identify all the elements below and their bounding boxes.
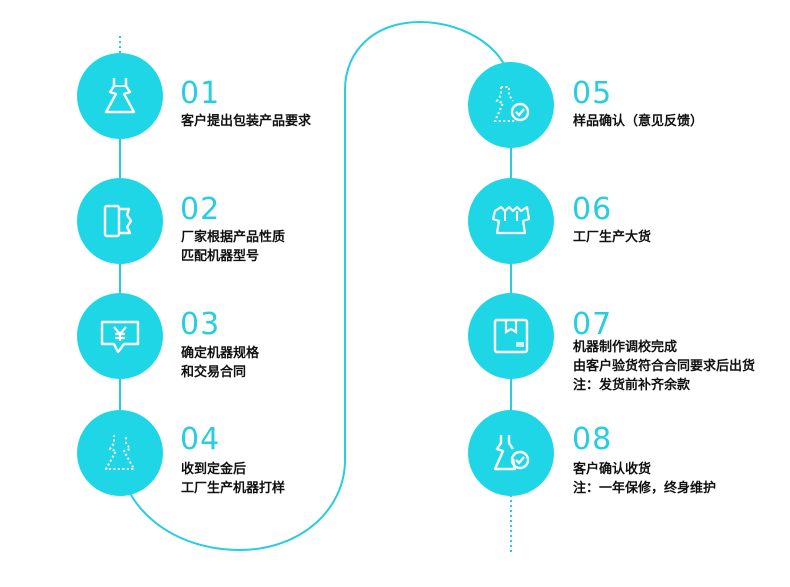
step-05-node (468, 62, 554, 148)
step-04-line-1: 收到定金后 (181, 462, 247, 477)
step-03-line-2: 和交易合同 (181, 365, 247, 380)
step-04-line-2: 工厂生产机器打样 (181, 481, 286, 496)
package-icon (493, 318, 529, 354)
step-06-number: 06 (572, 192, 613, 227)
step-03-text: 确定机器规格 和交易合同 (181, 344, 259, 382)
step-07-node (468, 293, 554, 379)
step-02-node (77, 178, 163, 264)
dress-outline-icon (105, 435, 135, 470)
step-05-text: 样品确认（意见反馈） (573, 112, 703, 131)
dress-icon (104, 78, 136, 114)
machine-icon (103, 204, 133, 238)
step-04-node (77, 410, 163, 496)
step-05-number: 05 (572, 76, 613, 111)
step-01-line-1: 客户提出包装产品要求 (181, 114, 312, 129)
step-01-text: 客户提出包装产品要求 (181, 112, 311, 131)
dress-check-icon (493, 435, 530, 471)
step-01-number: 01 (180, 76, 221, 111)
step-02-line-2: 匹配机器型号 (181, 249, 260, 264)
step-06-node (468, 178, 554, 264)
step-08-line-1: 客户确认收货 (573, 462, 652, 477)
step-08-text: 客户确认收货 注：一年保修，终身维护 (573, 460, 716, 498)
step-02-text: 厂家根据产品性质 匹配机器型号 (181, 228, 285, 266)
step-08-number: 08 (572, 422, 613, 457)
step-07-text: 机器制作调校完成 由客户验货符合合同要求后出货 注：发货前补齐余款 (573, 338, 755, 395)
step-05-line-1: 样品确认（意见反馈） (573, 114, 704, 129)
yen-chat-icon (100, 320, 140, 354)
step-07-line-2: 由客户验货符合合同要求后出货 (573, 359, 756, 374)
step-07-line-3: 注：发货前补齐余款 (573, 378, 691, 393)
clothes-batch-icon (491, 205, 531, 235)
step-02-number: 02 (180, 192, 221, 227)
step-07-line-1: 机器制作调校完成 (573, 340, 678, 355)
step-02-line-1: 厂家根据产品性质 (181, 230, 286, 245)
step-03-node (77, 293, 163, 379)
step-06-text: 工厂生产大货 (573, 228, 651, 247)
step-04-number: 04 (180, 422, 221, 457)
step-08-node (468, 410, 554, 496)
step-01-node (77, 53, 163, 139)
dress-check-icon (493, 86, 530, 122)
step-07-number: 07 (572, 307, 613, 342)
step-03-line-1: 确定机器规格 (181, 346, 260, 361)
step-04-text: 收到定金后 工厂生产机器打样 (181, 460, 285, 498)
step-08-line-2: 注：一年保修，终身维护 (573, 481, 717, 496)
step-03-number: 03 (180, 307, 221, 342)
step-06-line-1: 工厂生产大货 (573, 230, 652, 245)
